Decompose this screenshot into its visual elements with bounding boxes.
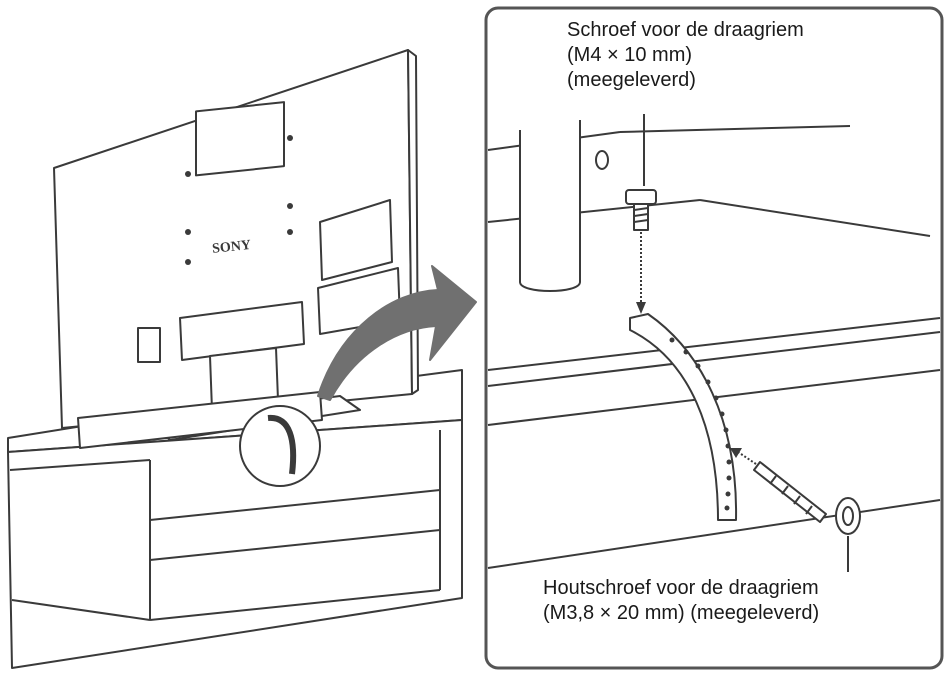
detail-panel [484, 6, 944, 670]
strap-small [267, 414, 297, 475]
callout-wood-screw-line1: Houtschroef voor de draagriem [543, 577, 819, 599]
callout-top-screw-line2: (M4 × 10 mm) [567, 44, 693, 66]
detail-highlight-circle [239, 405, 321, 487]
tv-back: SONY [53, 49, 419, 429]
stand-post [519, 120, 581, 292]
callout-top-screw: Schroef voor de draagriem (M4 × 10 mm) (… [567, 18, 804, 93]
top-screw [625, 189, 657, 231]
wood-screw [753, 461, 861, 535]
callout-top-screw-line3: (meegeleverd) [567, 69, 696, 91]
tv-brand-logo: SONY [212, 238, 252, 257]
callout-wood-screw: Houtschroef voor de draagriem (M3,8 × 20… [543, 576, 819, 626]
callout-top-screw-line1: Schroef voor de draagriem [567, 19, 804, 41]
tv-on-cabinet: SONY [7, 49, 463, 669]
callout-wood-screw-line2: (M3,8 × 20 mm) (meegeleverd) [543, 602, 820, 624]
zoom-arrow-icon [317, 265, 477, 401]
detail-illustration [487, 114, 941, 572]
